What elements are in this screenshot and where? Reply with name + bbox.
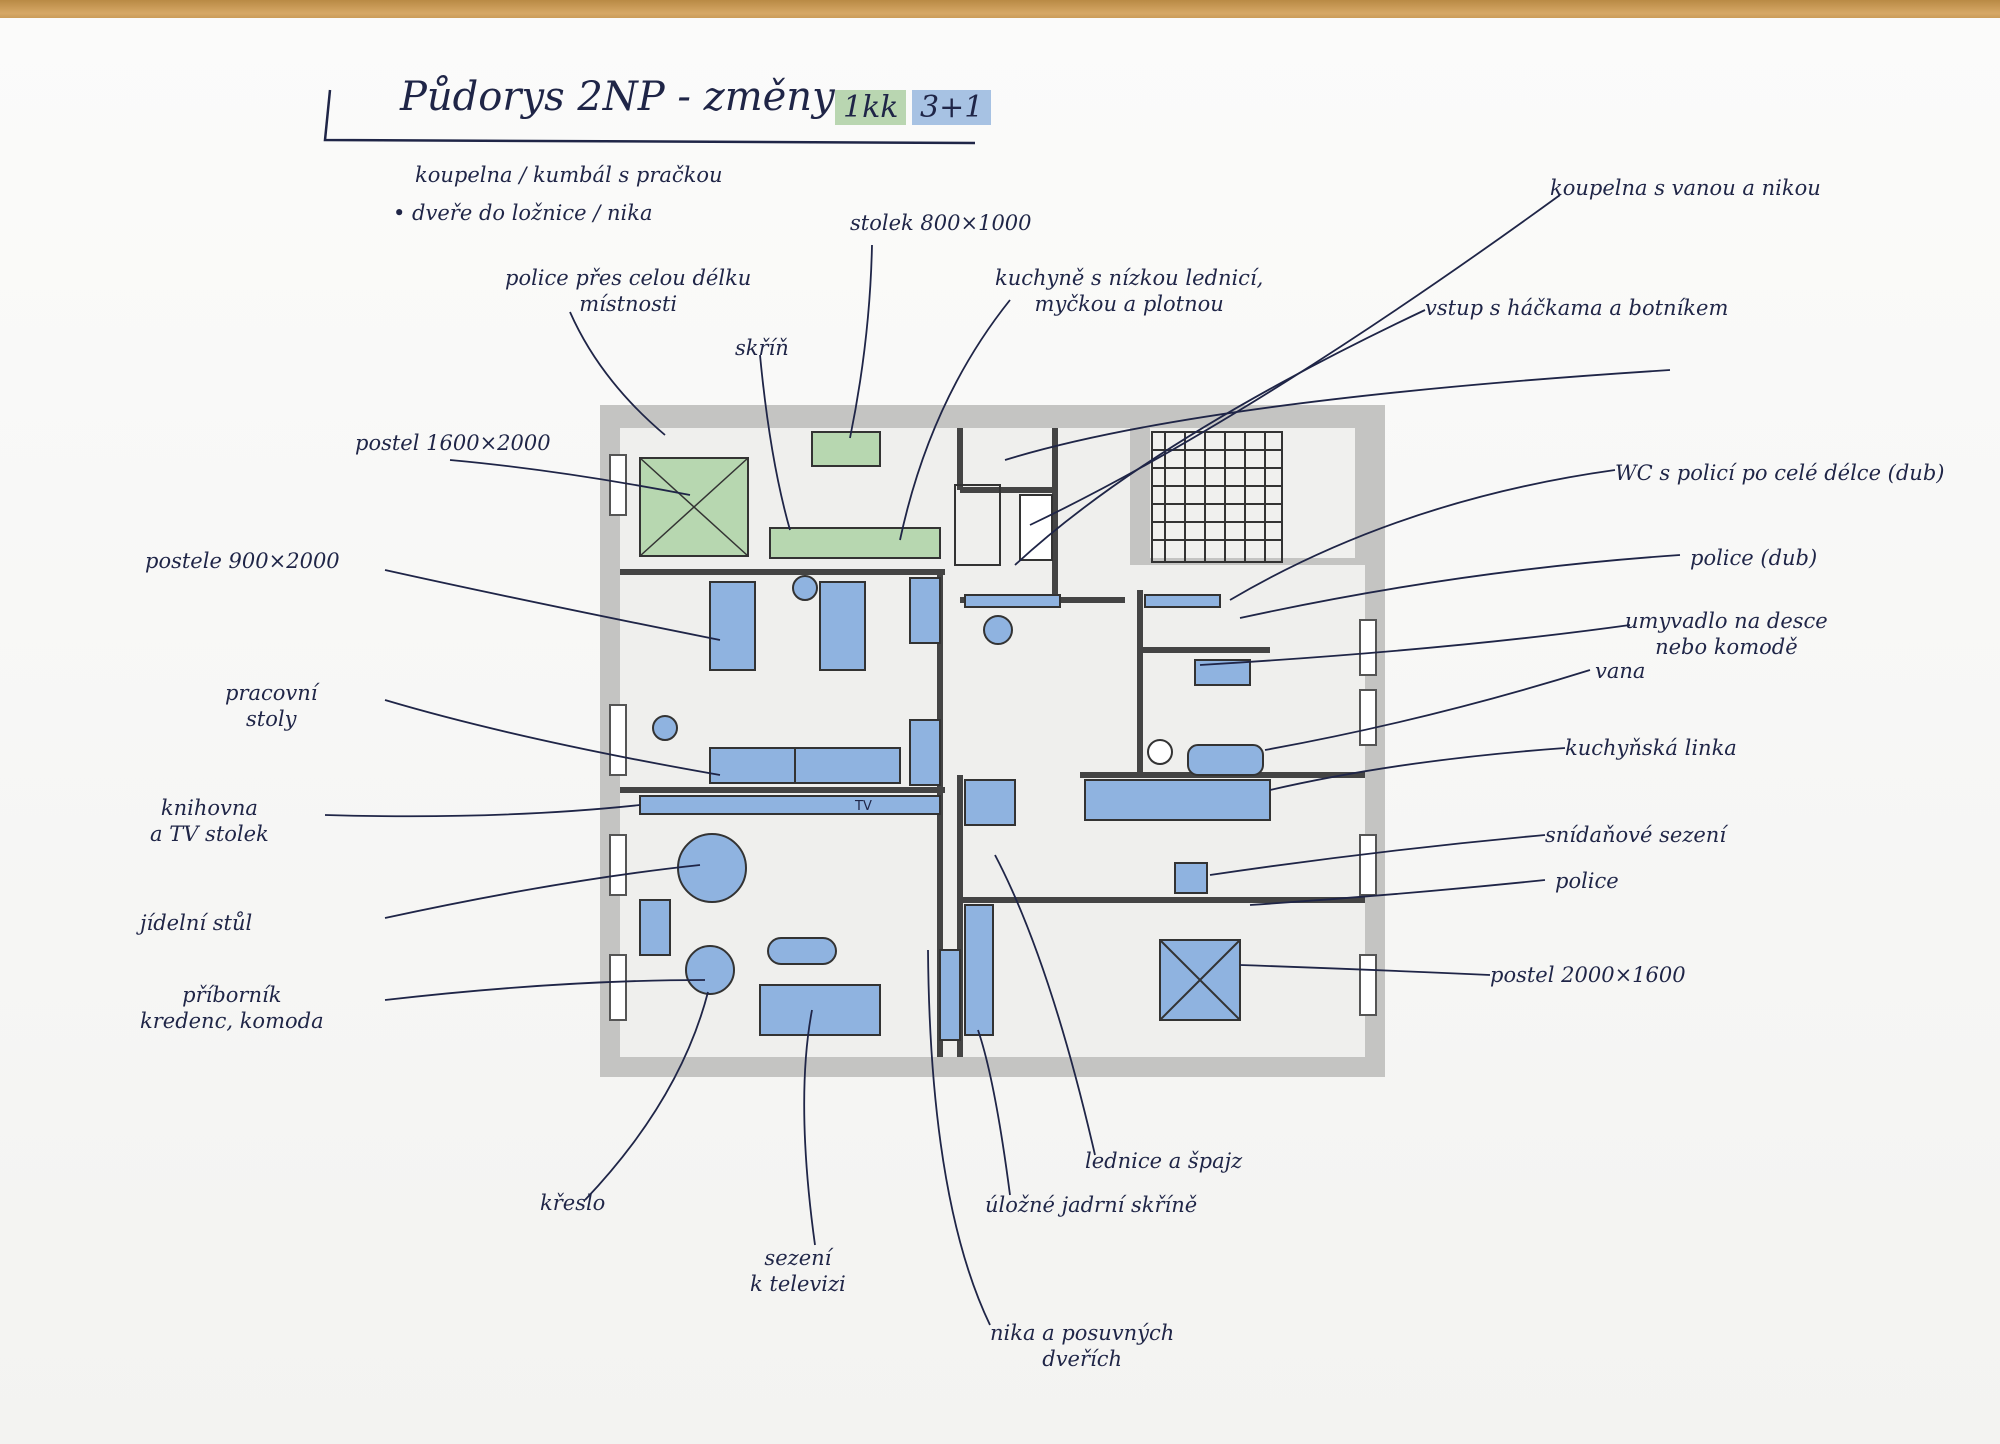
label-skrin: skříň [735, 336, 789, 360]
label-pracovni-stoly: pracovní stoly [225, 681, 318, 732]
master-bedroom [1159, 939, 1241, 1021]
tv-mark: TV [854, 799, 872, 814]
staircase [1151, 431, 1283, 563]
label-sezeni-televizi: sezení k televizi [750, 1246, 846, 1297]
label-ulozne-skrine: úložné jadrní skříně [985, 1193, 1198, 1217]
label-dvere-loznice: • dveře do ložnice / nika [393, 201, 653, 225]
leader-lines [324, 194, 1681, 1326]
tag-3plus1: 3+1 [912, 90, 992, 125]
label-jidelni-stul: jídelní stůl [140, 911, 253, 935]
living-room [639, 833, 961, 1041]
label-kreslo: křeslo [540, 1191, 606, 1215]
page-title: Půdorys 2NP - změny [400, 74, 835, 120]
label-koupelna-kumbal: koupelna / kumbál s pračkou [415, 163, 723, 187]
label-police-pres-celou: police přes celou délku místnosti [505, 266, 752, 317]
label-vstup: vstup s háčkama a botníkem [1425, 296, 1729, 320]
bedroom-top-left [639, 431, 1001, 566]
label-umyvadlo: umyvadlo na desce nebo komodě [1625, 609, 1828, 660]
label-nika-dverich: nika a posuvných dveřích [990, 1321, 1175, 1372]
label-police-dub: police (dub) [1690, 546, 1818, 570]
label-postel-1600: postel 1600×2000 [355, 431, 551, 455]
label-lednice: lednice a špajz [1085, 1149, 1243, 1173]
label-kuchyne: kuchyně s nízkou lednicí, myčkou a plotn… [995, 266, 1264, 317]
label-vana: vana [1595, 659, 1646, 683]
label-postele-900: postele 900×2000 [145, 549, 340, 573]
label-snidanove-sezeni: snídaňové sezení [1545, 823, 1727, 847]
bookshelf-tv [639, 795, 941, 815]
title-underline [323, 89, 976, 145]
label-kuchynska-linka: kuchyňská linka [1565, 736, 1737, 760]
label-pribornik: příborník kredenc, komoda [140, 983, 324, 1034]
bathroom-wc [1019, 494, 1264, 776]
label-postel-2000: postel 2000×1600 [1490, 963, 1686, 987]
childrens-room [652, 575, 941, 786]
label-knihovna: knihovna a TV stolek [150, 796, 269, 847]
label-wc: WC s policí po celé délce (dub) [1615, 461, 1945, 485]
label-police: police [1555, 869, 1619, 893]
label-stolek: stolek 800×1000 [850, 211, 1032, 235]
label-koupelna-vanou: koupelna s vanou a nikou [1550, 176, 1821, 200]
tag-1kk: 1kk [835, 90, 907, 125]
wooden-table-edge [0, 0, 2000, 22]
kitchen-area [964, 594, 1271, 1036]
